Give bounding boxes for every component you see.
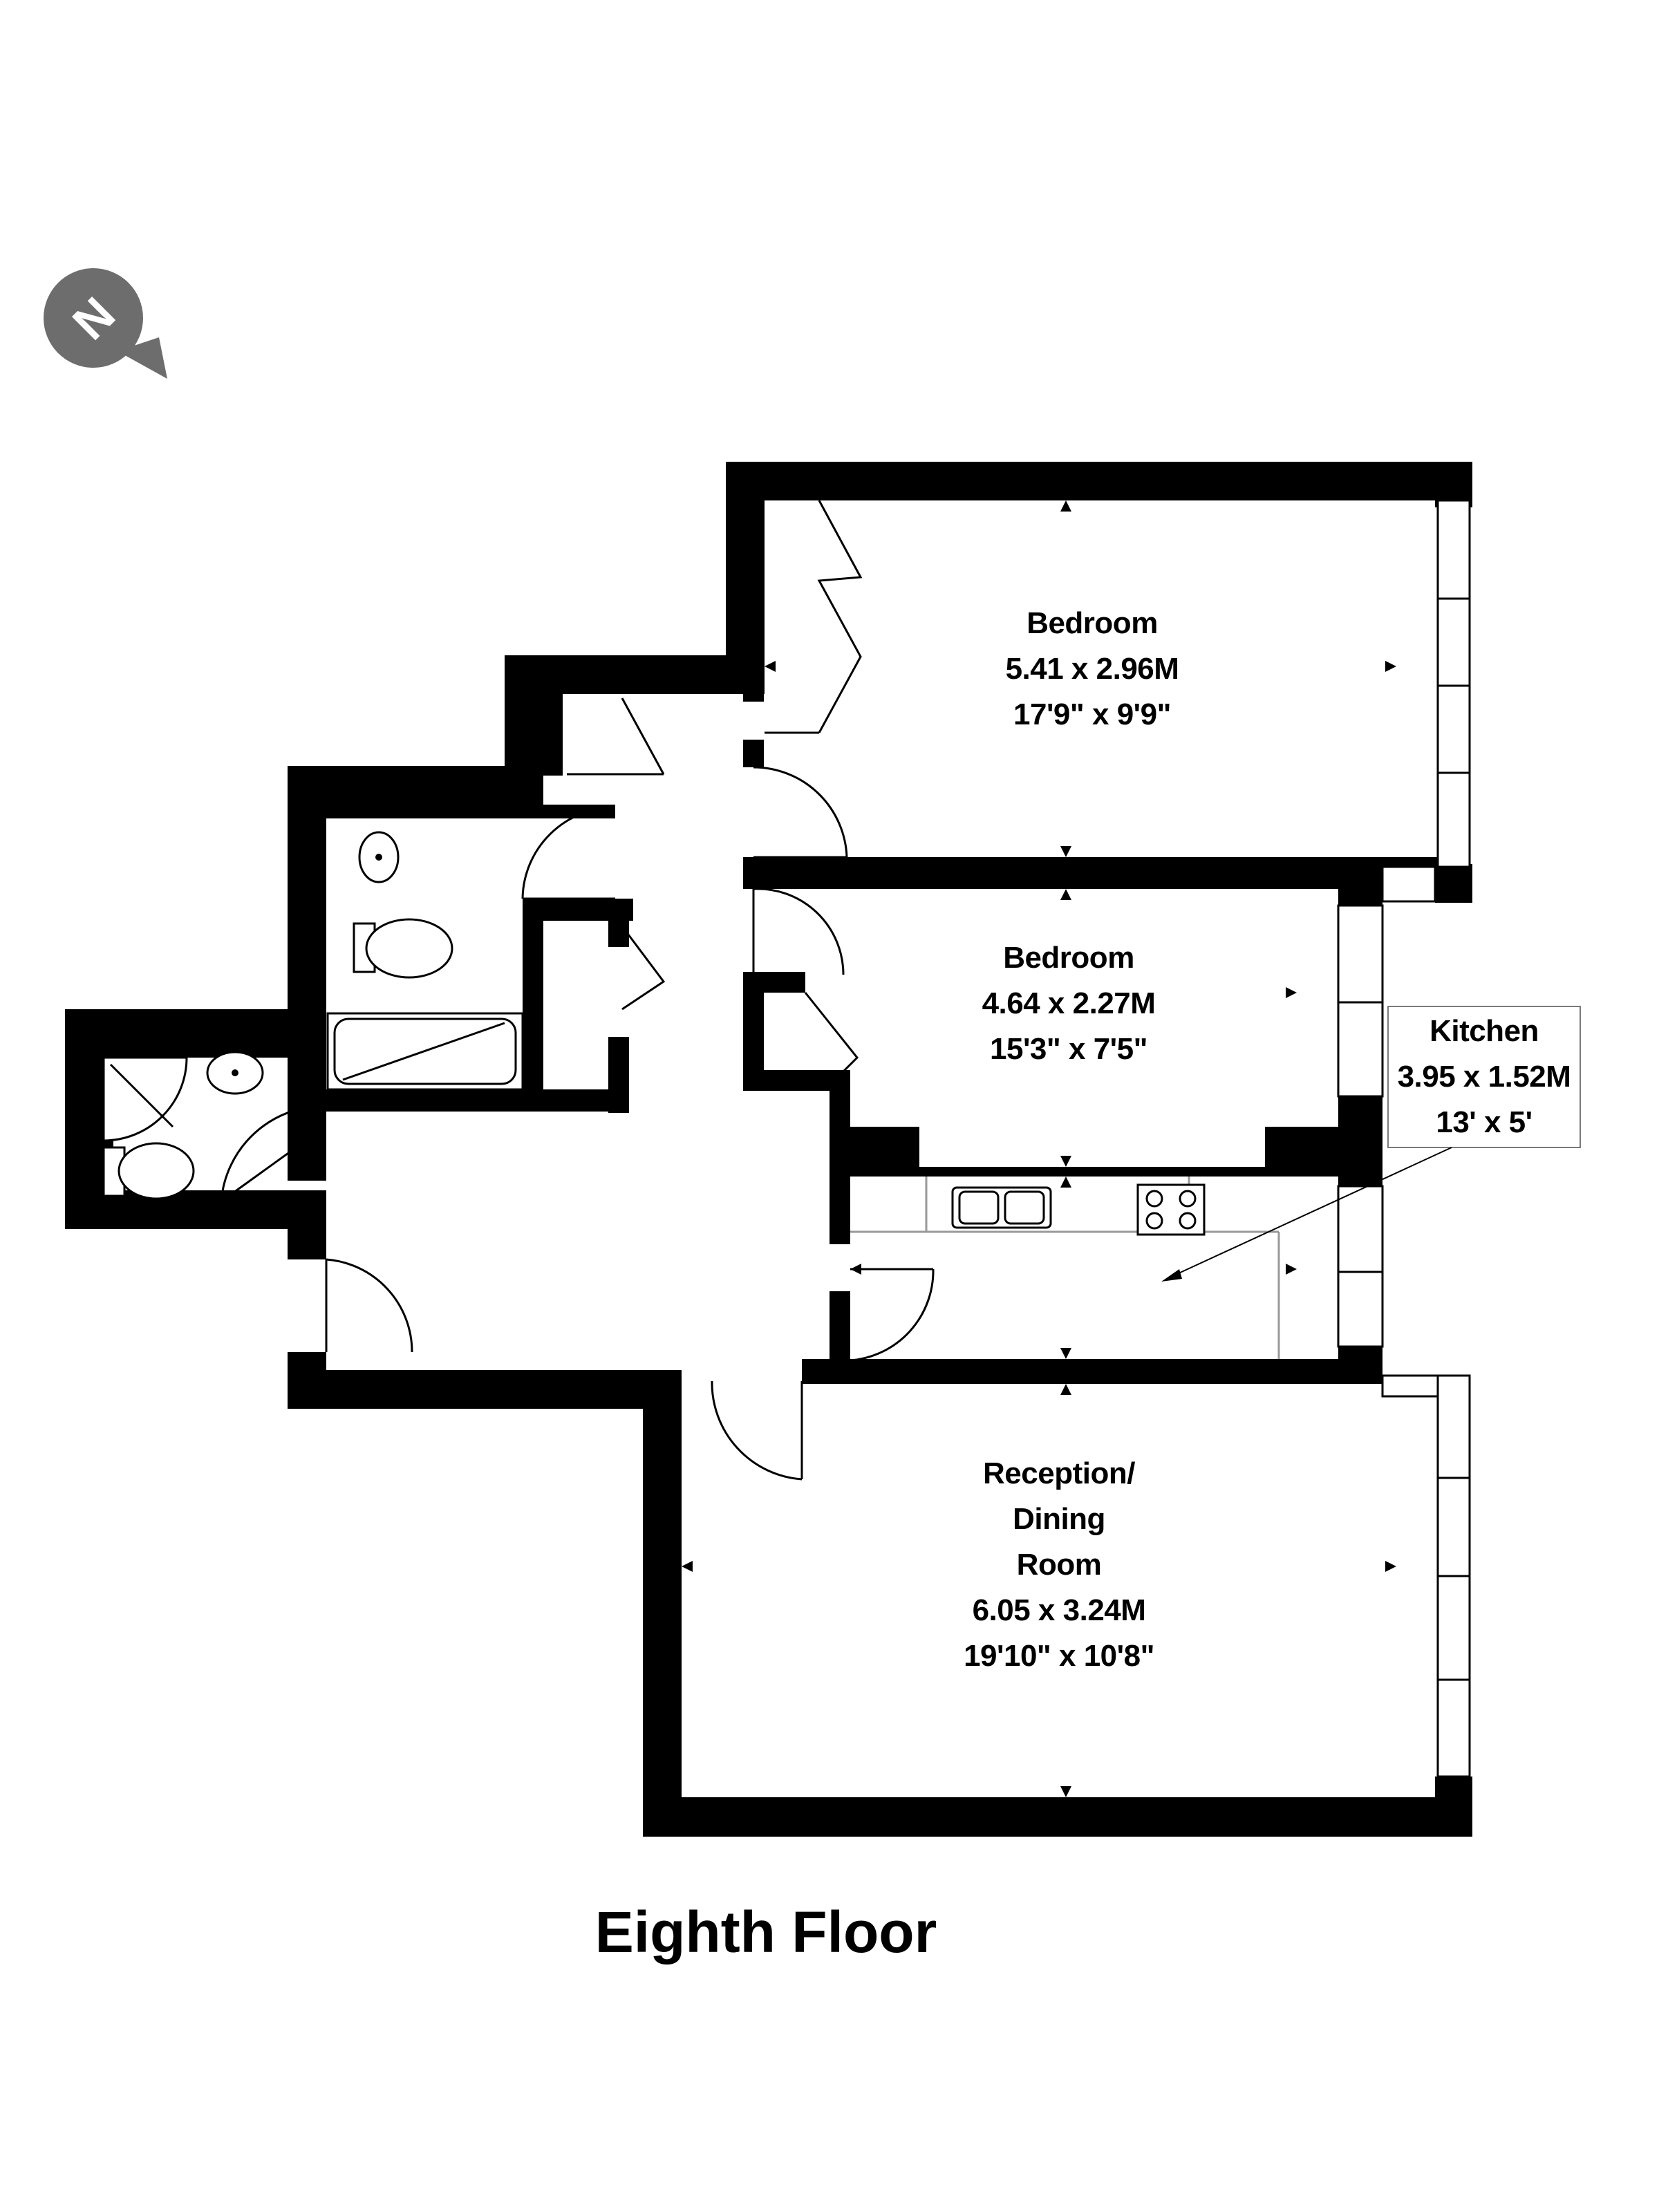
room-kitchen: Kitchen 3.95 x 1.52M 13' x 5' bbox=[1398, 1014, 1571, 1139]
shower-room-fixtures bbox=[102, 1051, 264, 1200]
kitchen-callout bbox=[1161, 1006, 1581, 1282]
room-reception: Reception/ Dining Room 6.05 x 3.24M 19'1… bbox=[964, 1456, 1154, 1673]
reception-imperial: 19'10" x 10'8" bbox=[964, 1639, 1154, 1673]
room-bedroom-1: Bedroom 5.41 x 2.96M 17'9" x 9'9" bbox=[1006, 606, 1179, 731]
bedroom-1-name: Bedroom bbox=[1027, 606, 1158, 640]
dimension-arrows bbox=[682, 500, 1396, 1797]
reception-name-line-3: Room bbox=[1017, 1548, 1102, 1582]
windows bbox=[1337, 499, 1471, 1778]
kitchen-imperial: 13' x 5' bbox=[1436, 1105, 1532, 1139]
bedroom-1-imperial: 17'9" x 9'9" bbox=[1013, 697, 1171, 731]
reception-metric: 6.05 x 3.24M bbox=[973, 1593, 1146, 1627]
walls bbox=[65, 462, 1472, 1837]
kitchen-fixtures bbox=[850, 1177, 1280, 1359]
bedroom-2-metric: 4.64 x 2.27M bbox=[982, 986, 1156, 1020]
doors bbox=[220, 500, 935, 1481]
bedroom-2-name: Bedroom bbox=[1003, 941, 1134, 975]
bathroom-fixtures bbox=[326, 831, 524, 1091]
bedroom-2-imperial: 15'3" x 7'5" bbox=[990, 1032, 1147, 1066]
reception-name-line-1: Reception/ bbox=[983, 1456, 1135, 1490]
floor-title: Eighth Floor bbox=[595, 1900, 937, 1965]
bedroom-1-metric: 5.41 x 2.96M bbox=[1006, 652, 1179, 686]
kitchen-metric: 3.95 x 1.52M bbox=[1398, 1060, 1571, 1094]
compass-icon: N bbox=[44, 268, 167, 379]
room-bedroom-2: Bedroom 4.64 x 2.27M 15'3" x 7'5" bbox=[982, 941, 1156, 1066]
reception-name-line-2: Dining bbox=[1013, 1502, 1105, 1536]
kitchen-name: Kitchen bbox=[1430, 1014, 1539, 1048]
